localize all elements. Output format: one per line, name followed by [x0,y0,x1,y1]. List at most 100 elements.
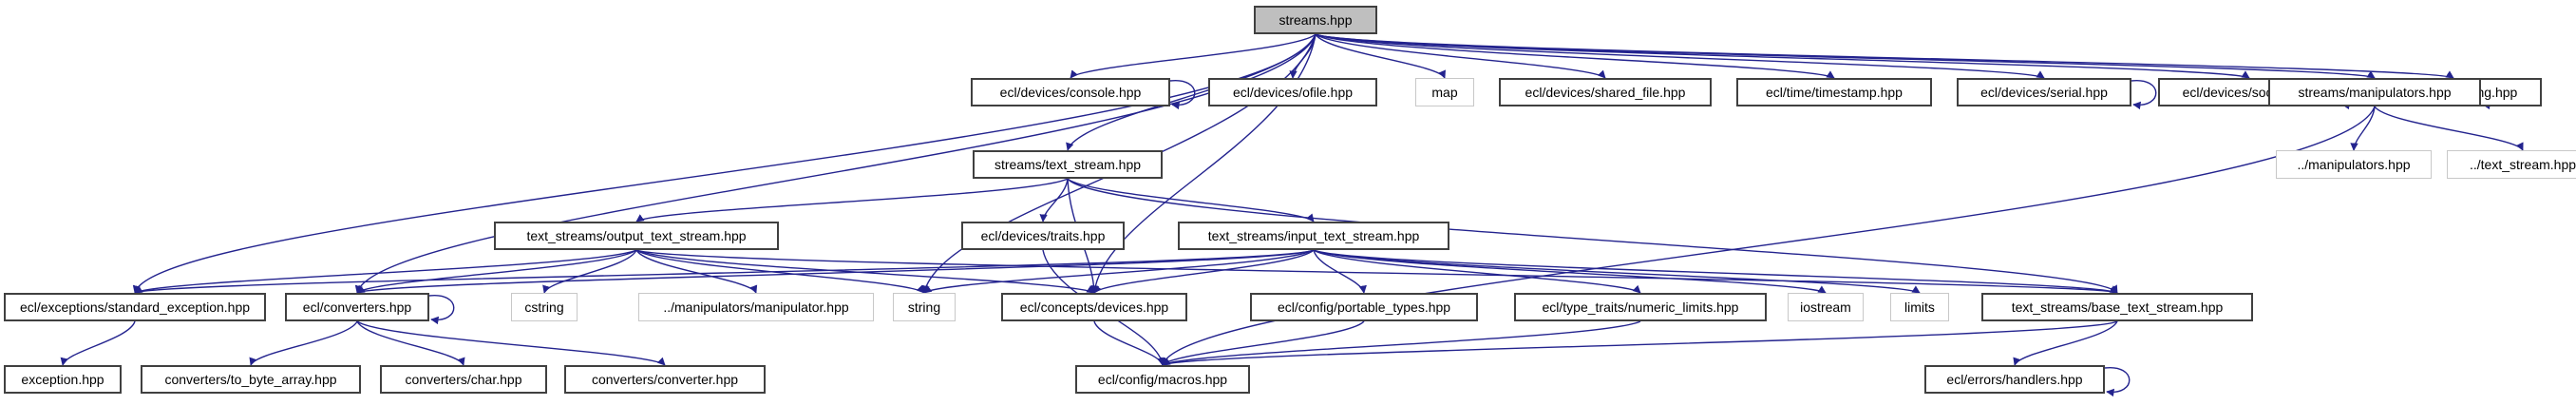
graph-node-text_stream[interactable]: streams/text_stream.hpp [973,150,1163,179]
graph-node-label: ../text_stream.hpp [2469,157,2576,172]
graph-node-handlers[interactable]: ecl/errors/handlers.hpp [1924,365,2105,394]
graph-node-label: streams.hpp [1279,12,1353,28]
graph-node-shared_file[interactable]: ecl/devices/shared_file.hpp [1499,78,1712,106]
graph-node-ofile[interactable]: ecl/devices/ofile.hpp [1208,78,1377,106]
graph-node-converters[interactable]: ecl/converters.hpp [285,293,429,321]
graph-edge-streams-to-manipulators [1315,33,2376,79]
graph-node-cstring[interactable]: cstring [511,293,578,321]
graph-node-exception[interactable]: exception.hpp [4,365,122,394]
graph-edge-output_text_stream-to-manipulator [635,249,758,294]
graph-edge-converters-to-to_byte_array [249,320,358,366]
graph-edge-text_stream-to-output_text_stream [635,178,1069,222]
graph-node-char_hpp[interactable]: converters/char.hpp [380,365,547,394]
graph-node-label: converters/to_byte_array.hpp [164,372,337,387]
graph-edge-input_text_stream-to-standard_exception [134,249,1315,294]
graph-edge-converters-to-converters [428,295,455,325]
graph-node-label: ecl/config/portable_types.hpp [1277,300,1451,315]
graph-edge-input_text_stream-to-limits [1313,249,1921,294]
graph-edge-output_text_stream-to-string_std [635,249,925,294]
graph-node-label: cstring [524,300,564,315]
graph-edge-numeric_limits-to-macros [1162,320,1641,366]
graph-node-console[interactable]: ecl/devices/console.hpp [971,78,1170,106]
graph-edge-streams-to-socket [1315,33,2250,79]
graph-edge-input_text_stream-to-string_std [923,249,1315,294]
graph-node-label: converters/converter.hpp [591,372,739,387]
graph-node-label: converters/char.hpp [405,372,522,387]
graph-node-label: string [907,300,941,315]
graph-edge-input_text_stream-to-iostream [1313,249,1827,294]
graph-node-timestamp[interactable]: ecl/time/timestamp.hpp [1736,78,1932,106]
graph-node-manipulators[interactable]: streams/manipulators.hpp [2268,78,2481,106]
graph-node-label: ecl/devices/console.hpp [999,85,1142,100]
graph-node-concepts_devices[interactable]: ecl/concepts/devices.hpp [1001,293,1187,321]
graph-node-label: ecl/time/timestamp.hpp [1766,85,1903,100]
graph-edge-base_text_stream-to-macros [1162,320,2118,366]
graph-node-numeric_limits[interactable]: ecl/type_traits/numeric_limits.hpp [1514,293,1767,321]
graph-node-label: ../manipulators.hpp [2297,157,2411,172]
graph-node-streams[interactable]: streams.hpp [1254,6,1377,34]
graph-edge-manipulators-to-dotdot_manipulators [2350,106,2376,151]
graph-node-label: ecl/concepts/devices.hpp [1019,300,1169,315]
graph-node-label: text_streams/output_text_stream.hpp [526,228,747,243]
graph-edge-converters-to-char_hpp [356,320,465,366]
graph-edge-streams-to-shared_file [1315,33,1606,79]
graph-node-iostream[interactable]: iostream [1788,293,1864,321]
graph-edge-streams-to-converters [354,33,1316,294]
graph-node-label: streams/manipulators.hpp [2298,85,2452,100]
graph-node-label: exception.hpp [21,372,104,387]
graph-edge-input_text_stream-to-converters [356,249,1315,294]
graph-node-converter_hpp[interactable]: converters/converter.hpp [564,365,766,394]
graph-node-output_text_stream[interactable]: text_streams/output_text_stream.hpp [494,222,779,250]
graph-node-standard_exception[interactable]: ecl/exceptions/standard_exception.hpp [4,293,266,321]
graph-edge-manipulators-to-dotdot_text_stream [2374,106,2524,151]
graph-node-serial[interactable]: ecl/devices/serial.hpp [1957,78,2131,106]
graph-edge-output_text_stream-to-base_text_stream [635,249,2118,294]
graph-node-label: ../manipulators/manipulator.hpp [663,300,849,315]
graph-node-label: ecl/devices/shared_file.hpp [1525,85,1686,100]
graph-edge-concepts_devices-to-macros [1093,320,1165,366]
graph-node-label: map [1431,85,1458,100]
graph-node-base_text_stream[interactable]: text_streams/base_text_stream.hpp [1981,293,2253,321]
graph-edge-streams-to-ofile [1289,33,1316,79]
graph-edge-streams-to-timestamp [1315,33,1835,79]
graph-edge-input_text_stream-to-base_text_stream [1313,249,2118,294]
graph-node-input_text_stream[interactable]: text_streams/input_text_stream.hpp [1178,222,1449,250]
graph-node-traits[interactable]: ecl/devices/traits.hpp [961,222,1125,250]
graph-node-label: text_streams/base_text_stream.hpp [2011,300,2224,315]
graph-node-label: ecl/devices/serial.hpp [1980,85,2108,100]
graph-node-macros[interactable]: ecl/config/macros.hpp [1075,365,1250,394]
graph-edge-base_text_stream-to-handlers [2013,320,2118,366]
graph-node-portable_types[interactable]: ecl/config/portable_types.hpp [1250,293,1478,321]
graph-edge-handlers-to-handlers [2104,367,2131,397]
graph-node-label: ecl/converters.hpp [302,300,412,315]
graph-edge-converters-to-converter_hpp [356,320,666,366]
graph-edge-streams-to-map [1315,33,1446,79]
graph-node-map[interactable]: map [1415,78,1474,106]
graph-edge-text_stream-to-input_text_stream [1067,178,1315,222]
graph-edge-streams-to-string_dev [1315,33,2454,79]
graph-node-string_std[interactable]: string [893,293,956,321]
graph-node-label: text_streams/input_text_stream.hpp [1207,228,1420,243]
graph-node-manipulator[interactable]: ../manipulators/manipulator.hpp [638,293,874,321]
graph-edge-input_text_stream-to-portable_types [1313,249,1367,294]
graph-edge-serial-to-serial [2131,80,2157,110]
graph-node-label: ecl/errors/handlers.hpp [1946,372,2083,387]
graph-edge-standard_exception-to-exception [60,320,136,366]
graph-node-label: ecl/devices/traits.hpp [980,228,1106,243]
graph-edge-portable_types-to-macros [1162,320,1365,366]
graph-node-label: iostream [1800,300,1851,315]
graph-edge-input_text_stream-to-numeric_limits [1313,249,1641,294]
graph-node-label: ecl/type_traits/numeric_limits.hpp [1542,300,1739,315]
graph-edge-streams-to-console [1070,33,1316,79]
graph-node-dotdot_text_stream[interactable]: ../text_stream.hpp [2447,150,2576,179]
graph-node-dotdot_manipulators[interactable]: ../manipulators.hpp [2276,150,2432,179]
graph-edge-output_text_stream-to-concepts_devices [635,249,1095,294]
graph-edge-output_text_stream-to-converters [356,249,637,294]
graph-node-label: streams/text_stream.hpp [994,157,1142,172]
graph-node-limits[interactable]: limits [1890,293,1949,321]
graph-node-to_byte_array[interactable]: converters/to_byte_array.hpp [141,365,361,394]
graph-edge-console-to-console [1169,80,1196,110]
graph-edge-output_text_stream-to-standard_exception [134,249,637,294]
graph-edge-input_text_stream-to-concepts_devices [1093,249,1315,294]
